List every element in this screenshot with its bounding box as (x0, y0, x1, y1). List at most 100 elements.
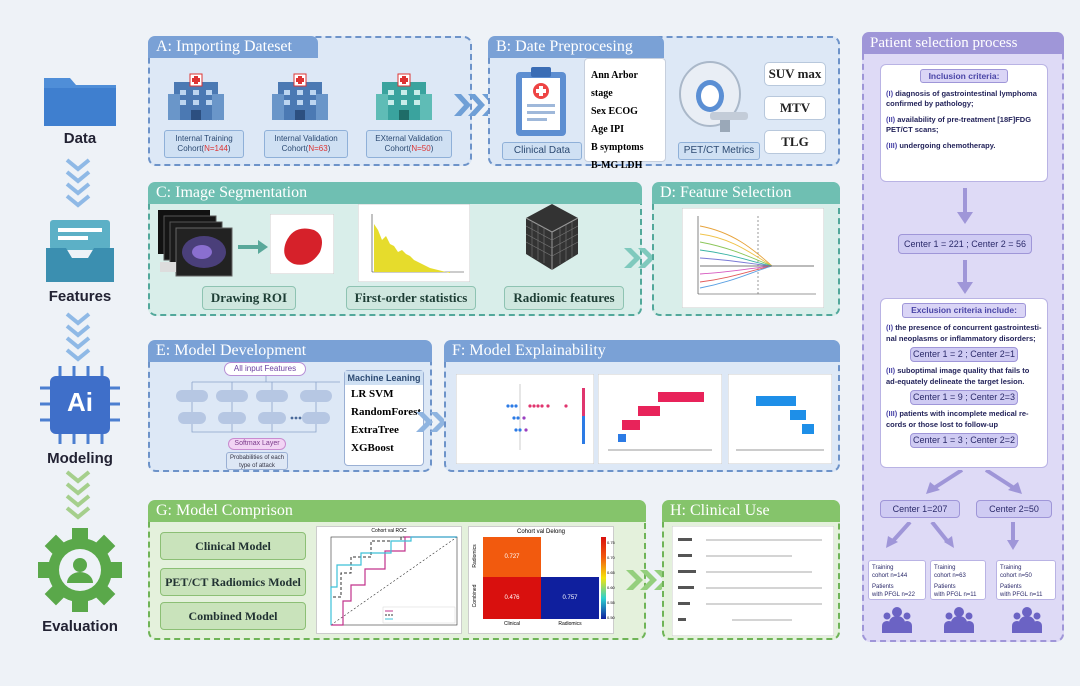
ml-item: RandomForest (351, 406, 422, 418)
hospital-icon (376, 73, 432, 120)
people-icon (944, 607, 974, 633)
criterion-text: undergoing chemotherapy. (899, 141, 996, 150)
panel-feature-selection: D: Feature Selection (652, 182, 840, 316)
cohort-suffix: ) (327, 144, 331, 153)
pet-ct-scanner-icon (679, 61, 748, 132)
ensemble-tree-diagram (176, 376, 340, 433)
caption-first-order: First-order statistics (346, 286, 476, 310)
ml-item: ExtraTree (351, 424, 399, 436)
clipboard-icon (516, 67, 566, 136)
heatmap-cell (541, 537, 599, 577)
heatmap-cell: 0.757 (541, 577, 599, 619)
roc-title: Cohort val ROC (371, 528, 407, 534)
selection-title: Patient selection process (862, 32, 1064, 54)
panel-c-title: C: Image Segmentation (148, 182, 642, 204)
criterion-text: patients with incomplete medical re-cord… (886, 409, 1029, 429)
cohort-count: N=63 (308, 144, 328, 153)
colorbar-tick: 0.60 (607, 585, 615, 590)
panel-f-title: F: Model Explainability (444, 340, 840, 362)
criterion-text: the presence of concurrent gastrointesti… (886, 323, 1042, 343)
shap-summary-chart (456, 374, 594, 464)
panel-d-title: D: Feature Selection (652, 182, 840, 204)
cohort-suffix: ) (227, 144, 231, 153)
roc-chart: Cohort val ROC (316, 526, 462, 634)
colorbar-tick: 0.75 (607, 540, 615, 545)
panel-model-development: E: Model Development All input Features … (148, 340, 432, 472)
cohort-suffix: ) (430, 144, 434, 153)
cohort-prefix: Cohort( (177, 144, 205, 153)
heatmap-ylabel: Radiomics (472, 544, 478, 568)
group-line: Training (934, 565, 956, 571)
lasso-path-chart (682, 208, 824, 308)
clinical-item: Ann Arbor stage (591, 70, 638, 99)
group-line: Patients (934, 584, 956, 590)
panel-data-preprocessing: B: Date Preprocesing Clinical Data Ann A… (488, 36, 840, 171)
ml-item: LR SVM (351, 388, 394, 400)
cohort-internal-training: Internal Training Cohort(N=144) (164, 130, 244, 158)
probabilities-box: Probabilities of each type of attack (226, 452, 288, 470)
heatmap-xlabel: Radiomics (558, 621, 582, 627)
people-icon (882, 607, 912, 633)
delong-title: Cohort val Delong (516, 529, 566, 535)
cohort-prefix: Cohort( (384, 144, 412, 153)
metric-mtv: MTV (764, 96, 826, 120)
criterion-number: (III) (886, 141, 898, 150)
chevron-down-icon (65, 312, 91, 362)
group-line: cohort n=144 (872, 573, 908, 579)
chevron-down-icon (65, 470, 91, 520)
model-combined: Combined Model (160, 602, 306, 630)
heatmap-xlabel: Clinical (503, 621, 521, 627)
cohort-count: N=50 (411, 144, 431, 153)
clinical-item: B symptoms (591, 142, 644, 153)
roc-curves (330, 536, 458, 626)
panel-clinical-use: H: Clinical Use (662, 500, 840, 640)
sidebar-label-modeling: Modeling (47, 450, 113, 467)
split-arrows-icon (886, 522, 1019, 550)
cohort-external-validation: EXternal Validation Cohort(N=50) (366, 130, 452, 158)
colorbar-tick: 0.50 (607, 615, 615, 620)
colorbar-tick: 0.65 (607, 570, 615, 575)
center-total: Center 1 = 221 ; Center 2 = 56 (898, 234, 1032, 254)
chevron-down-icon (65, 158, 91, 208)
inclusion-title: Inclusion criteria: (919, 69, 1009, 83)
group-line: with PFGL n=22 (872, 592, 915, 598)
panel-model-explainability: F: Model Explainability (444, 340, 840, 472)
metric-tlg: TLG (764, 130, 826, 154)
clinical-data-label: Clinical Data (502, 142, 582, 160)
center2-final: Center 2=50 (976, 500, 1052, 518)
panel-image-segmentation: C: Image Segmentation Drawing ROI First-… (148, 182, 642, 316)
clinical-item: B-MG LDH (591, 160, 643, 171)
model-clinical: Clinical Model (160, 532, 306, 560)
inclusion-criteria-box: Inclusion criteria: (I) diagnosis of gas… (880, 64, 1048, 182)
panel-model-comparison: G: Model Comprison Clinical Model PET/CT… (148, 500, 646, 640)
group-line: Training (872, 565, 894, 571)
caption-drawing-roi: Drawing ROI (202, 286, 296, 310)
center1-final: Center 1=207 (880, 500, 960, 518)
arrow-right-icon (454, 94, 499, 116)
clinical-items-list: Ann Arbor stage Sex ECOG Age IPI B sympt… (584, 58, 666, 171)
hospital-icon (168, 73, 224, 120)
group-line: with PFGL n=11 (934, 592, 977, 598)
group-line: cohort n=63 (934, 573, 966, 579)
inbox-icon (46, 220, 114, 282)
panel-e-title: E: Model Development (148, 340, 432, 362)
criterion-number: (I) (886, 89, 894, 98)
criterion-number: (III) (886, 409, 898, 418)
split-arrows-icon (926, 470, 1022, 494)
hospital-icon (272, 73, 328, 120)
criterion-number: (II) (886, 115, 896, 124)
model-radiomics: PET/CT Radiomics Model (160, 568, 306, 596)
criterion-number: (I) (886, 323, 894, 332)
all-input-features: All input Features (224, 362, 306, 376)
heatmap-ylabel: Combined (472, 584, 478, 608)
colorbar-tick: 0.55 (607, 600, 615, 605)
heatmap-colorbar (601, 537, 606, 619)
shap-waterfall-chart (728, 374, 832, 464)
clinical-item: Age IPI (591, 124, 625, 135)
panel-importing-dataset: A: Importing Dateset Internal Training C… (148, 36, 472, 166)
sidebar-label-data: Data (63, 130, 97, 147)
group-line: Patients (1000, 584, 1022, 590)
cohort-count: N=144 (204, 144, 228, 153)
